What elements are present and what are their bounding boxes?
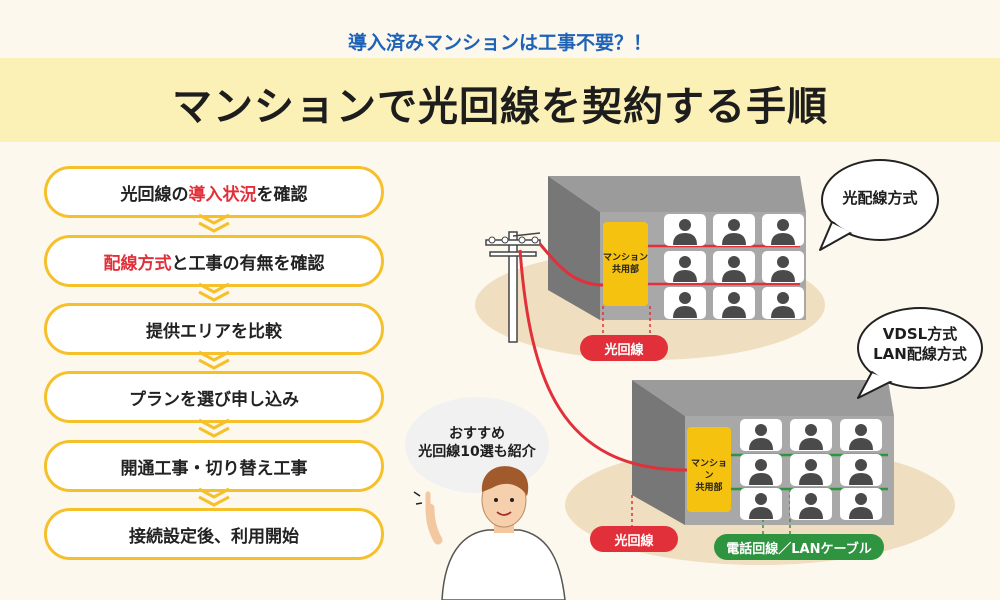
page-title: マンションで光回線を契約する手順 (172, 84, 828, 130)
resident-icon (762, 287, 804, 319)
step-4-text: プランを選び申し込み (129, 389, 299, 410)
recommend-line2: 光回線10選も紹介 (418, 444, 536, 461)
resident-icon (840, 419, 882, 451)
bubble-vdsl-line1: VDSL方式 (882, 325, 958, 343)
panel-line2: 共用部 (611, 265, 639, 276)
resident-icon (790, 488, 832, 520)
resident-icon (840, 488, 882, 520)
resident-icon (740, 454, 782, 486)
shared-panel-bottom (687, 427, 731, 512)
shared-panel-top-label: マンション 共用部 (603, 252, 648, 276)
resident-icon (664, 214, 706, 246)
resident-icon (790, 419, 832, 451)
bubble-optical-text: 光配線方式 (842, 189, 918, 207)
tag-optical-top: 光回線 (580, 335, 668, 361)
resident-icon (664, 287, 706, 319)
person-illustration (413, 466, 566, 600)
resident-icon (840, 454, 882, 486)
utility-pole-icon (485, 231, 541, 343)
panel-line2: 共用部 (695, 483, 723, 494)
resident-icon (713, 287, 755, 319)
bubble-vdsl-line2: LAN配線方式 (873, 344, 967, 363)
subtitle: 導入済みマンションは工事不要？！ (347, 32, 652, 54)
step-2-text-post: と工事の有無を確認 (171, 253, 325, 274)
panel-line1: マンション (603, 253, 649, 263)
bubble-recommend-text: おすすめ 光回線10選も紹介 (405, 425, 549, 461)
bubble-vdsl-text: VDSL方式 LAN配線方式 (860, 325, 980, 364)
chevron-down-icon (198, 487, 230, 507)
chevron-down-icon (198, 350, 230, 370)
chevron-down-icon (198, 213, 230, 233)
resident-icon (762, 214, 804, 246)
step-1-highlight: 導入状況 (188, 184, 257, 205)
panel-line1: マンション (690, 459, 727, 482)
step-4: プランを選び申し込み (44, 371, 384, 423)
resident-icon (740, 488, 782, 520)
step-6: 接続設定後、利用開始 (44, 508, 384, 560)
resident-icon (713, 251, 755, 283)
resident-icon (740, 419, 782, 451)
step-2-highlight: 配線方式 (103, 253, 172, 274)
step-3-text: 提供エリアを比較 (146, 321, 282, 342)
recommend-line1: おすすめ (449, 426, 505, 442)
tag-optical-bottom: 光回線 (590, 526, 678, 552)
resident-icon (713, 214, 755, 246)
chevron-down-icon (198, 282, 230, 302)
step-3: 提供エリアを比較 (44, 303, 384, 355)
step-1: 光回線の導入状況を確認 (44, 166, 384, 218)
step-1-text: 光回線の (120, 184, 189, 205)
tag-phone-lan: 電話回線／LANケーブル (714, 534, 884, 560)
resident-icon (762, 251, 804, 283)
shared-panel-bottom-label: マンション 共用部 (687, 458, 731, 494)
step-5-text: 開通工事・切り替え工事 (120, 458, 308, 479)
step-6-text: 接続設定後、利用開始 (129, 526, 299, 547)
step-1-text-post: を確認 (256, 184, 308, 205)
title-band (0, 58, 1000, 142)
resident-icon (790, 454, 832, 486)
chevron-down-icon (198, 418, 230, 438)
step-2: 配線方式と工事の有無を確認 (44, 235, 384, 287)
resident-icon (664, 251, 706, 283)
shared-panel-top (603, 222, 648, 306)
step-5: 開通工事・切り替え工事 (44, 440, 384, 492)
